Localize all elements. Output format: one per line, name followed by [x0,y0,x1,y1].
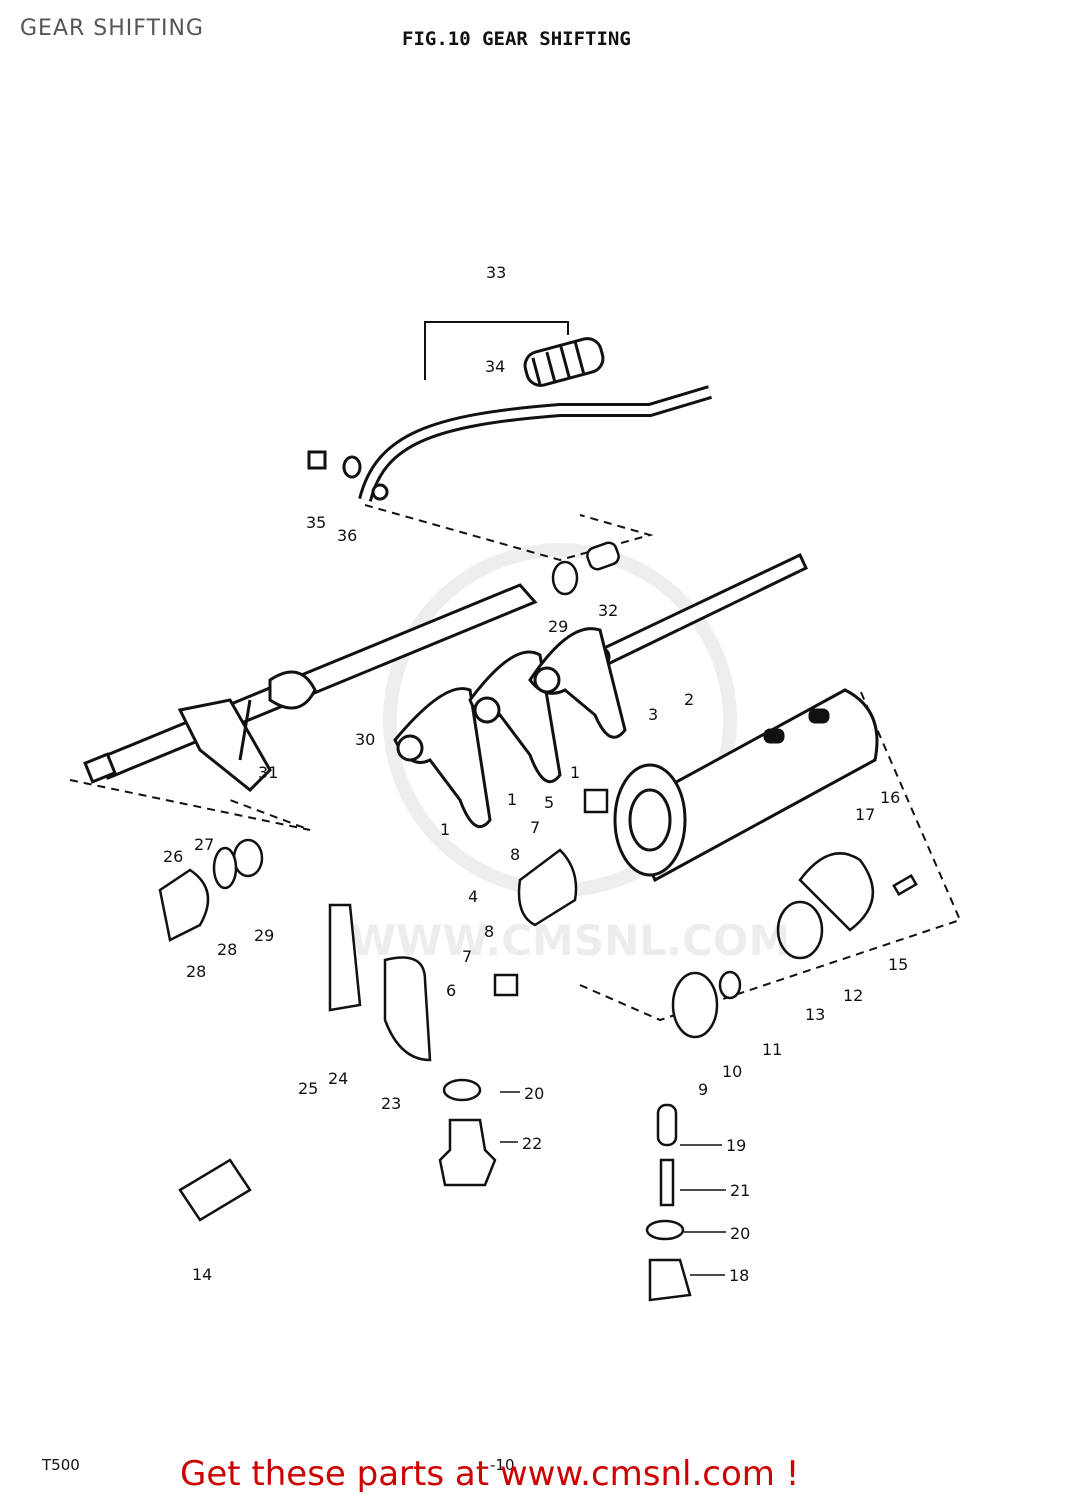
cam-guide-plate [671,971,719,1039]
leader-lines [500,1091,726,1276]
callout: 21 [730,1181,750,1200]
spring-21 [659,1158,675,1207]
page-header-title: GEAR SHIFTING [20,16,204,41]
cam-gear [517,848,578,927]
shift-forks [393,627,627,829]
callout-labels: 1 1 1 2 3 4 5 6 7 7 8 8 9 10 11 12 13 14… [163,263,908,1285]
callout: 1 [570,763,580,782]
drain-plug-22 [438,1118,497,1187]
stopper-plate-6 [493,973,519,997]
gearshift-cam [613,688,879,883]
callout: 20 [730,1224,750,1243]
callout: 18 [729,1266,749,1285]
callout: 10 [722,1062,742,1081]
callout: 11 [762,1040,782,1059]
gasket-20b [645,1219,685,1241]
cover-plate-14 [178,1158,252,1222]
callout: 7 [462,947,472,966]
washer [342,455,362,479]
callout: 29 [254,926,274,945]
pin-19 [656,1103,678,1147]
gearshift-shaft [83,583,538,793]
callout: 8 [510,845,520,864]
callout: 30 [355,730,375,749]
bush [586,541,620,571]
callout: 33 [486,263,506,282]
callout: 12 [843,986,863,1005]
callout: 17 [855,805,875,824]
pawl [383,956,432,1062]
callout: 36 [337,526,357,545]
callout: 34 [485,357,505,376]
gasket-20 [442,1078,482,1102]
callout: 20 [524,1084,544,1103]
callout: 7 [530,818,540,837]
callout: 23 [381,1094,401,1113]
callout: 25 [298,1079,318,1098]
callout: 2 [684,690,694,709]
callout: 1 [440,820,450,839]
shaft-cap [158,868,210,942]
callout: 28 [217,940,237,959]
cam-stopper [583,788,609,814]
small-parts [158,541,918,1302]
return-spring [268,670,317,710]
callout: 3 [648,705,658,724]
callout: 14 [192,1265,212,1284]
callout: 4 [468,887,478,906]
watermark-text: WWW.CMSNL.COM [350,916,791,965]
callout: 1 [507,790,517,809]
callout: 8 [484,922,494,941]
oil-seal-28 [212,846,238,890]
figure-title: FIG.10 GEAR SHIFTING [402,28,631,50]
callout: 27 [194,835,214,854]
clamp-bolt [307,450,327,470]
assembly-guide-lines [69,504,962,1022]
pawl-lifter [328,903,362,1012]
callout: 5 [544,793,554,812]
callout: 15 [888,955,908,974]
callout: 16 [880,788,900,807]
callout: 13 [805,1005,825,1024]
callout: 32 [598,601,618,620]
plug-18 [648,1258,692,1302]
callout: 22 [522,1134,542,1153]
callout: 6 [446,981,456,1000]
callout: 9 [698,1080,708,1099]
oil-seal [551,560,579,596]
page-number: -10 [490,1456,515,1474]
callout: 35 [306,513,326,532]
neutral-switch [798,852,875,932]
model-label: T500 [42,1456,80,1474]
shift-arm [177,698,272,793]
washer-29 [232,838,264,878]
callout: 31 [258,763,278,782]
callout: 26 [163,847,183,866]
exploded-parts-diagram: WWW.CMSNL.COM [69,263,962,1302]
promo-link[interactable]: Get these parts at www.cmsnl.com ! [180,1454,800,1494]
callout: 29 [548,617,568,636]
callout: 28 [186,962,206,981]
callout: 24 [328,1069,348,1088]
gear-shift-lever-assembly [307,321,713,502]
callout: 19 [726,1136,746,1155]
